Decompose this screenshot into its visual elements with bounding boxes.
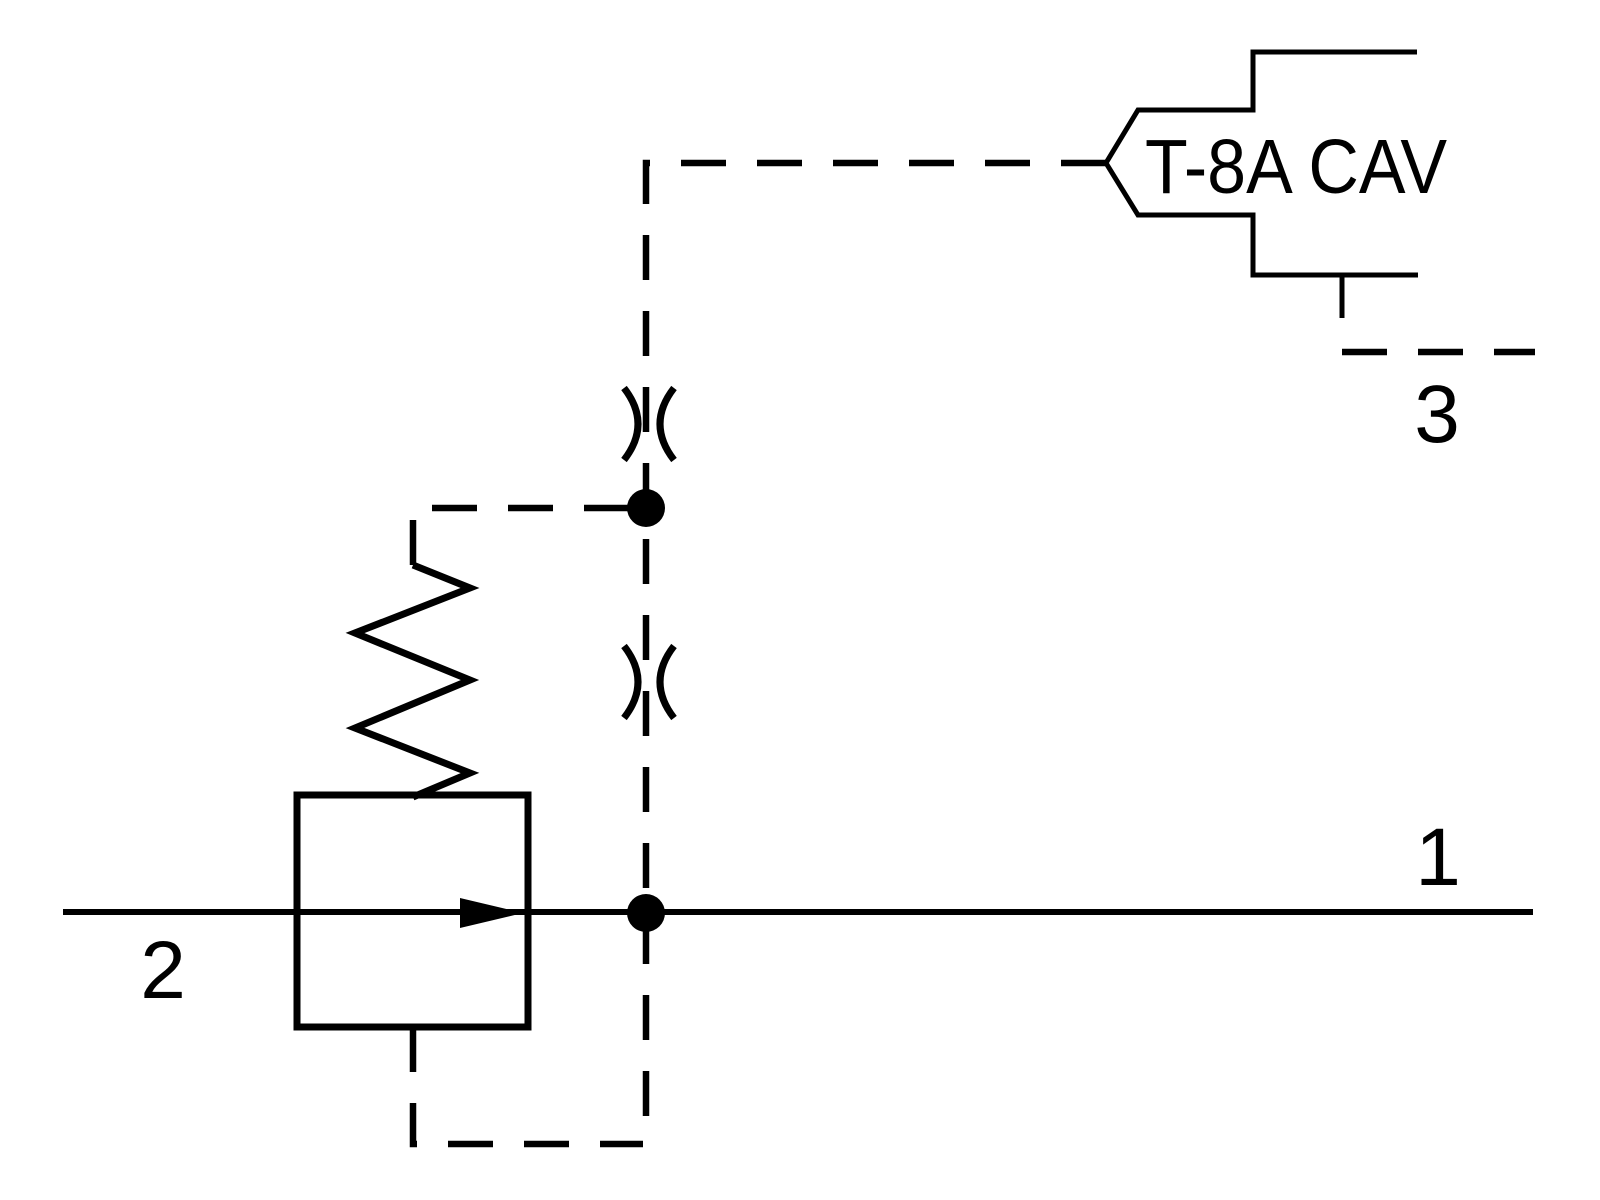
orifice-icon-upper bbox=[621, 385, 677, 463]
pilot-line-vertical bbox=[642, 159, 1106, 1144]
port-label-3: 3 bbox=[1414, 369, 1460, 460]
pilot-line-spring bbox=[409, 504, 629, 565]
junction-dot-pilot bbox=[627, 489, 665, 527]
cavity-label: T-8A CAV bbox=[1145, 124, 1448, 210]
port-label-2: 2 bbox=[140, 925, 186, 1016]
port-label-1: 1 bbox=[1415, 812, 1461, 903]
cavity-callout-outline bbox=[1103, 49, 1418, 278]
flow-arrow-icon bbox=[460, 898, 523, 928]
orifice-right-arc bbox=[656, 385, 677, 463]
spring-icon bbox=[345, 561, 480, 801]
pilot-line-drain bbox=[409, 1027, 643, 1148]
orifice-icon-lower bbox=[621, 643, 677, 721]
orifice-left-arc bbox=[621, 385, 642, 463]
junction-dot-main bbox=[627, 894, 665, 932]
orifice-right-arc bbox=[656, 643, 677, 721]
orifice-left-arc bbox=[621, 643, 642, 721]
